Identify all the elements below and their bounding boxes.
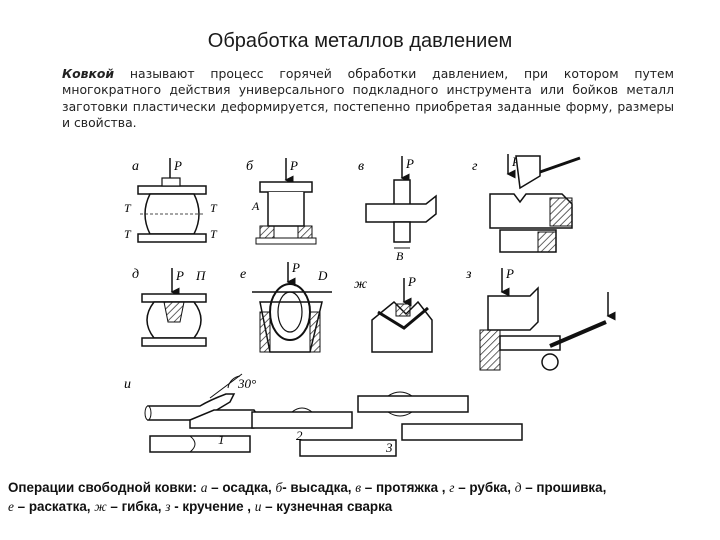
caption-text-zh: – гибка,	[106, 499, 166, 514]
caption-letter-z: з	[165, 499, 171, 514]
panel-i-welding: и 30° 1 2 3	[124, 373, 523, 457]
weld-step-3: 3	[385, 440, 393, 455]
caption-letter-i: и	[254, 499, 262, 514]
caption-text-b: - высадка,	[282, 480, 356, 495]
force-label-b: P	[289, 158, 298, 173]
label-P2: П	[195, 268, 207, 283]
caption-letter-b: б	[275, 480, 283, 495]
caption-letter-v: в	[355, 480, 362, 495]
caption-letter-d: д	[514, 480, 522, 495]
caption-text-z: - кручение ,	[170, 499, 255, 514]
tension-label-a2: T	[210, 201, 218, 215]
caption-text-i: – кузнечная сварка	[261, 499, 393, 514]
panel-v-drawing: в P B	[358, 156, 437, 263]
force-label-z: P	[505, 266, 514, 281]
panel-g-label: г	[472, 159, 478, 174]
force-label-zh: P	[407, 274, 416, 289]
force-label-a: P	[173, 158, 182, 173]
caption-text-d: – прошивка,	[521, 480, 607, 495]
angle-label: 30°	[237, 376, 256, 391]
caption-text-v: – протяжка ,	[361, 480, 450, 495]
slide-title: Обработка металлов давлением	[207, 30, 513, 52]
caption-text-a: – осадка,	[207, 480, 276, 495]
intro-text: называют процесс горячей обработки давле…	[62, 66, 674, 131]
panel-d-piercing: д P П	[132, 267, 207, 347]
panel-e-rolling: е P D	[240, 260, 332, 353]
figure-caption: Операции свободной ковки: а – осадка, б-…	[8, 478, 712, 516]
caption-letter-e: е	[8, 499, 14, 514]
force-label-d: P	[175, 268, 184, 283]
panel-z-twisting: з P	[465, 266, 616, 371]
panel-zh-bending: ж P	[354, 274, 433, 353]
tension-label-a3: T	[124, 227, 132, 241]
force-label-g: P	[511, 154, 520, 169]
caption-letter-a: а	[200, 480, 208, 495]
tension-label-a1: T	[124, 201, 132, 215]
panel-g-cutting: г P	[472, 154, 581, 253]
force-label-e: P	[291, 260, 300, 275]
caption-text-e: – раскатка,	[13, 499, 95, 514]
panel-d-label: д	[132, 267, 139, 282]
intro-term: Ковкой	[62, 66, 115, 81]
label-A: A	[251, 199, 260, 213]
panel-a-upsetting: а P T T T T	[124, 158, 218, 243]
force-label-v: P	[405, 156, 414, 171]
weld-step-2: 2	[296, 428, 303, 443]
weld-step-1: 1	[218, 432, 225, 447]
panel-v-label: в	[358, 159, 364, 174]
intro-paragraph: Ковкой называют процесс горячей обработк…	[62, 66, 674, 132]
panel-b-heading: б P A	[246, 158, 317, 245]
panel-i-label: и	[124, 377, 131, 392]
panel-a-label: а	[132, 159, 139, 174]
label-B: B	[396, 249, 404, 263]
tension-label-a4: T	[210, 227, 218, 241]
panel-e-label: е	[240, 267, 246, 282]
caption-prefix: Операции свободной ковки:	[8, 480, 201, 495]
caption-letter-g: г	[449, 480, 455, 495]
caption-letter-zh: ж	[94, 499, 107, 514]
caption-text-g: – рубка,	[454, 480, 515, 495]
label-D: D	[317, 268, 328, 283]
panel-zh-label: ж	[354, 277, 367, 292]
panel-b-label: б	[246, 159, 254, 174]
panel-z-label: з	[465, 267, 472, 282]
forging-operations-figure: а P T T T T б P A в P B г P	[124, 154, 616, 457]
